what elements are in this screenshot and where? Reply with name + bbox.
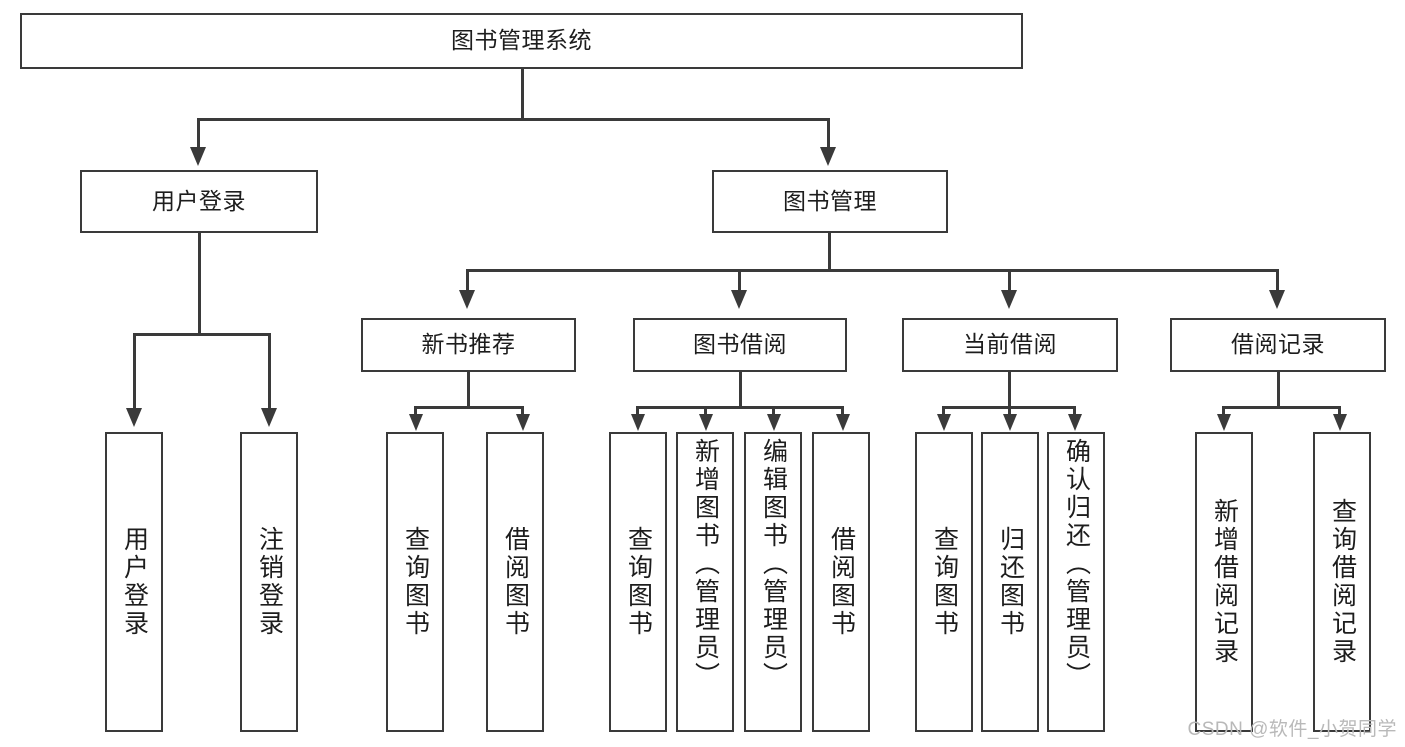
connector-nbr-drop-2 [521,406,524,415]
connector-nbr-bus [414,406,524,409]
arrowhead-root-to-book-management [820,147,836,166]
node-book-management[interactable]: 图书管理 [712,170,948,233]
connector-bb-bus [636,406,844,409]
arrowhead-leaf-borrow-book-1 [516,414,530,431]
connector-bm-drop-4 [1276,269,1279,291]
node-root-system[interactable]: 图书管理系统 [20,13,1023,69]
arrowhead-current-borrow [1001,290,1017,309]
connector-bm-drop-3 [1008,269,1011,291]
node-label: 新书推荐 [421,331,516,358]
leaf-query-record[interactable]: 查询借阅记录 [1313,432,1371,732]
connector-book-management-bus [466,269,1278,272]
node-label: 当前借阅 [963,331,1057,358]
connector-root-to-book-management [827,118,830,148]
connector-br-drop-1 [1222,406,1225,415]
node-label: 新增图书（管理员） [691,438,720,690]
connector-bb-drop-1 [636,406,639,415]
connector-cb-drop-2 [1008,406,1011,415]
leaf-logout-login[interactable]: 注销登录 [240,432,298,732]
arrowhead-borrow-record [1269,290,1285,309]
connector-book-management-stem [828,233,831,271]
connector-bb-drop-3 [772,406,775,415]
leaf-add-record[interactable]: 新增借阅记录 [1195,432,1253,732]
node-label: 确认归还（管理员） [1062,438,1091,690]
connector-root-to-user-login [197,118,200,148]
connector-root-bus [197,118,829,121]
node-label: 新增借阅记录 [1210,498,1239,666]
node-label: 注销登录 [255,526,284,638]
node-label: 查询图书 [401,526,430,638]
node-label: 借阅图书 [827,526,856,638]
connector-nbr-drop-1 [414,406,417,415]
connector-cb-drop-3 [1073,406,1076,415]
arrowhead-leaf-add-book [699,414,713,431]
node-borrow-record[interactable]: 借阅记录 [1170,318,1386,372]
arrowhead-leaf-borrow-book-2 [836,414,850,431]
connector-bb-drop-2 [704,406,707,415]
connector-bm-drop-1 [466,269,469,291]
node-book-borrow[interactable]: 图书借阅 [633,318,847,372]
connector-root-stem [521,69,524,120]
node-label: 查询图书 [624,526,653,638]
node-label: 用户登录 [152,187,246,214]
leaf-confirm-return[interactable]: 确认归还（管理员） [1047,432,1105,732]
node-user-login[interactable]: 用户登录 [80,170,318,233]
connector-user-login-drop-1 [133,333,136,408]
node-label: 查询借阅记录 [1328,498,1357,666]
arrowhead-book-borrow [731,290,747,309]
node-current-borrow[interactable]: 当前借阅 [902,318,1118,372]
leaf-add-book[interactable]: 新增图书（管理员） [676,432,734,732]
connector-user-login-bus [133,333,271,336]
node-new-book-recommend[interactable]: 新书推荐 [361,318,576,372]
arrowhead-new-book-recommend [459,290,475,309]
connector-br-drop-2 [1338,406,1341,415]
node-label: 图书借阅 [693,331,787,358]
connector-user-login-drop-2 [268,333,271,408]
arrowhead-leaf-query-book-2 [631,414,645,431]
node-label: 归还图书 [996,526,1025,638]
leaf-borrow-book-2[interactable]: 借阅图书 [812,432,870,732]
connector-nbr-stem [467,372,470,409]
arrowhead-leaf-confirm-return [1068,414,1082,431]
node-label: 借阅记录 [1231,331,1325,358]
connector-user-login-stem [198,233,201,334]
leaf-edit-book[interactable]: 编辑图书（管理员） [744,432,802,732]
arrowhead-leaf-add-record [1217,414,1231,431]
leaf-query-book-2[interactable]: 查询图书 [609,432,667,732]
connector-bm-drop-2 [738,269,741,291]
arrowhead-leaf-return-book [1003,414,1017,431]
leaf-borrow-book-1[interactable]: 借阅图书 [486,432,544,732]
node-label: 借阅图书 [501,526,530,638]
node-label: 编辑图书（管理员） [759,438,788,690]
connector-bb-stem [739,372,742,409]
arrowhead-root-to-user-login [190,147,206,166]
connector-cb-stem [1008,372,1011,409]
connector-cb-drop-1 [942,406,945,415]
node-label: 图书管理 [783,187,877,214]
node-label: 图书管理系统 [451,27,592,54]
arrowhead-leaf-logout-login [261,408,277,427]
leaf-query-book-1[interactable]: 查询图书 [386,432,444,732]
connector-br-bus [1222,406,1341,409]
leaf-query-book-3[interactable]: 查询图书 [915,432,973,732]
arrowhead-leaf-query-record [1333,414,1347,431]
connector-br-stem [1277,372,1280,409]
arrowhead-leaf-query-book-1 [409,414,423,431]
leaf-user-login[interactable]: 用户登录 [105,432,163,732]
connector-bb-drop-4 [841,406,844,415]
arrowhead-leaf-query-book-3 [937,414,951,431]
arrowhead-leaf-user-login [126,408,142,427]
arrowhead-leaf-edit-book [767,414,781,431]
node-label: 用户登录 [120,526,149,638]
node-label: 查询图书 [930,526,959,638]
leaf-return-book[interactable]: 归还图书 [981,432,1039,732]
